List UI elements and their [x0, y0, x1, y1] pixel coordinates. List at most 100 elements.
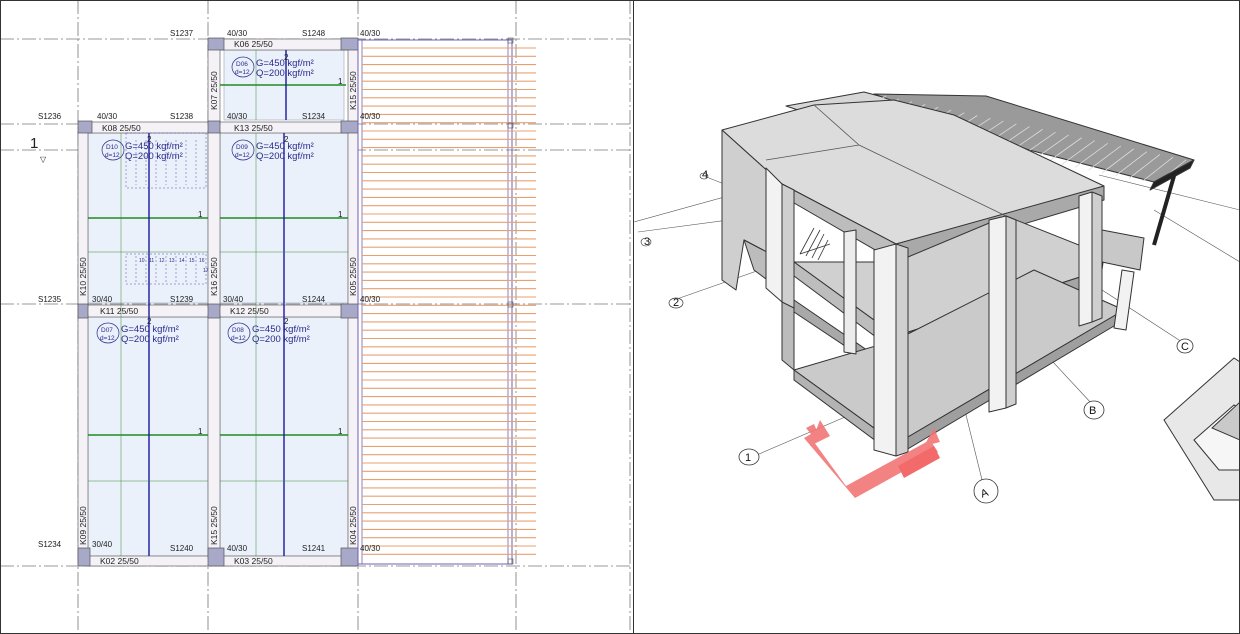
panel-live-load: Q=200 kgf/m² — [125, 151, 183, 162]
stair-3d — [799, 227, 831, 261]
column-label: 30/40 — [92, 540, 113, 549]
slab-label: S1248 — [302, 29, 326, 38]
column[interactable] — [340, 303, 359, 319]
column[interactable] — [207, 303, 221, 319]
plan-canvas[interactable]: 10 11 12 13 14 15 16 17 — [0, 0, 633, 634]
axis-label: 2 — [673, 297, 679, 309]
ucs-icon[interactable] — [804, 420, 940, 498]
panel-dead-load: G=450 kgf/m² — [121, 324, 179, 335]
column[interactable] — [77, 547, 91, 567]
axis-bubble-3d-1[interactable]: 1 — [738, 448, 760, 466]
axis-bubble-3d-b[interactable]: B — [1083, 400, 1105, 420]
beam-label: K13 25/50 — [234, 123, 273, 133]
slab-label: S1237 — [170, 29, 194, 38]
building-model[interactable] — [721, 91, 1195, 457]
rebar-mark: 1 — [338, 427, 343, 436]
panel-live-load: Q=200 kgf/m² — [252, 334, 310, 345]
column-label: 30/40 — [92, 295, 113, 304]
stair-step: 16 — [199, 258, 205, 264]
panel-thickness: d=12 — [231, 335, 246, 342]
slab-label: S1244 — [302, 295, 326, 304]
slab-label: S1239 — [170, 295, 194, 304]
slab-d07[interactable] — [87, 316, 209, 557]
panel-thickness: d=12 — [235, 69, 250, 76]
beam-labels: K06 25/50 K08 25/50 K13 25/50 K11 25/50 … — [78, 39, 358, 566]
panel-id: D07 — [101, 327, 113, 334]
column[interactable] — [340, 120, 359, 134]
column-label: 40/30 — [227, 29, 248, 38]
column[interactable] — [77, 303, 89, 319]
panel-id: D06 — [236, 61, 248, 68]
beam-label: K07 25/50 — [209, 71, 219, 110]
rebar-mark: 2 — [284, 135, 289, 144]
grid-axis-label: 1 — [30, 135, 38, 152]
column[interactable] — [340, 37, 359, 51]
column[interactable] — [207, 547, 225, 567]
grid-axis-1[interactable]: 1 ▽ — [30, 135, 47, 164]
beam-label: K06 25/50 — [234, 39, 273, 49]
column[interactable] — [340, 547, 359, 567]
beam-label: K11 25/50 — [100, 306, 138, 316]
beam-label: K16 25/50 — [209, 257, 219, 296]
panel-d09[interactable]: D09 d=12 G=450 kgf/m² Q=200 kgf/m² — [231, 139, 314, 162]
column[interactable] — [207, 37, 225, 51]
plan-view-pane[interactable]: 10 11 12 13 14 15 16 17 — [0, 0, 634, 634]
panel-d06[interactable]: D06 d=12 G=450 kgf/m² Q=200 kgf/m² — [231, 56, 314, 79]
steel-deck-area — [357, 37, 536, 565]
panel-live-load: Q=200 kgf/m² — [256, 151, 314, 162]
column-label: 40/30 — [360, 544, 381, 553]
rebar-mark: 2 — [147, 135, 152, 144]
slab-label: S1234 — [302, 112, 326, 121]
panel-dead-load: G=450 kgf/m² — [256, 58, 314, 69]
adjacent-structure — [1163, 357, 1240, 501]
axis-label: C — [1181, 341, 1189, 353]
rebar-blue — [148, 50, 287, 556]
column[interactable] — [207, 120, 221, 134]
stair-step: 17 — [203, 268, 209, 274]
panel-id: D09 — [236, 144, 248, 151]
column[interactable] — [77, 120, 93, 134]
beam-label: K04 25/50 — [348, 506, 358, 545]
beam-label: K02 25/50 — [100, 556, 139, 566]
model-3d-canvas[interactable]: A B C 1 2 3 4 — [634, 0, 1240, 634]
panel-id: D08 — [232, 327, 244, 334]
panel-dead-load: G=450 kgf/m² — [252, 324, 310, 335]
beam-label: K12 25/50 — [230, 306, 269, 316]
rebar-thin — [88, 50, 348, 556]
grid-axis-symbol: ▽ — [40, 155, 47, 164]
axis-bubble-3d-2[interactable]: 2 — [668, 297, 684, 309]
axis-label: 3 — [644, 236, 650, 248]
axis-label: 4 — [702, 169, 708, 181]
axis-bubble-3d-3[interactable]: 3 — [640, 236, 652, 248]
axis-label: A — [979, 487, 991, 501]
column-labels: 40/30 40/30 40/30 40/30 40/30 30/40 30/4… — [92, 29, 381, 553]
column-label: 40/30 — [360, 112, 381, 121]
beam-label: K15 25/50 — [348, 71, 358, 110]
panel-thickness: d=12 — [105, 152, 120, 159]
stair-step-labels: 10 11 12 13 14 15 16 17 — [139, 258, 209, 274]
beam-label: K05 25/50 — [348, 257, 358, 296]
slab-label: S1234 — [38, 540, 62, 549]
column-label: 40/30 — [360, 29, 381, 38]
axis-bubble-3d-c[interactable]: C — [1176, 338, 1194, 354]
rebar-mark: 1 — [198, 427, 203, 436]
panel-d10[interactable]: D10 d=12 G=450 kgf/m² Q=200 kgf/m² — [101, 139, 183, 162]
stair-outline — [125, 132, 207, 285]
panel-id: D10 — [106, 144, 118, 151]
rebar-mark: 2 — [147, 317, 152, 326]
panel-d07[interactable]: D07 d=12 G=450 kgf/m² Q=200 kgf/m² — [96, 322, 179, 345]
beam-label: K10 25/50 — [78, 257, 88, 296]
panel-thickness: d=12 — [100, 335, 115, 342]
model-3d-view-pane[interactable]: A B C 1 2 3 4 — [634, 0, 1240, 634]
axis-bubble-3d-a[interactable]: A — [973, 478, 999, 504]
slab-label: S1241 — [302, 544, 326, 553]
panel-d08[interactable]: D08 d=12 G=450 kgf/m² Q=200 kgf/m² — [227, 322, 310, 345]
stair-step: 11 — [149, 258, 154, 264]
stair-step: 13 — [169, 258, 175, 264]
panel-live-load: Q=200 kgf/m² — [121, 334, 179, 345]
rebar-mark: 1 — [198, 210, 203, 219]
slab-label: S1236 — [38, 112, 62, 121]
axis-bubble-3d-4[interactable]: 4 — [699, 169, 709, 181]
slab-label: S1240 — [170, 544, 194, 553]
stair-step: 10 — [139, 258, 145, 264]
